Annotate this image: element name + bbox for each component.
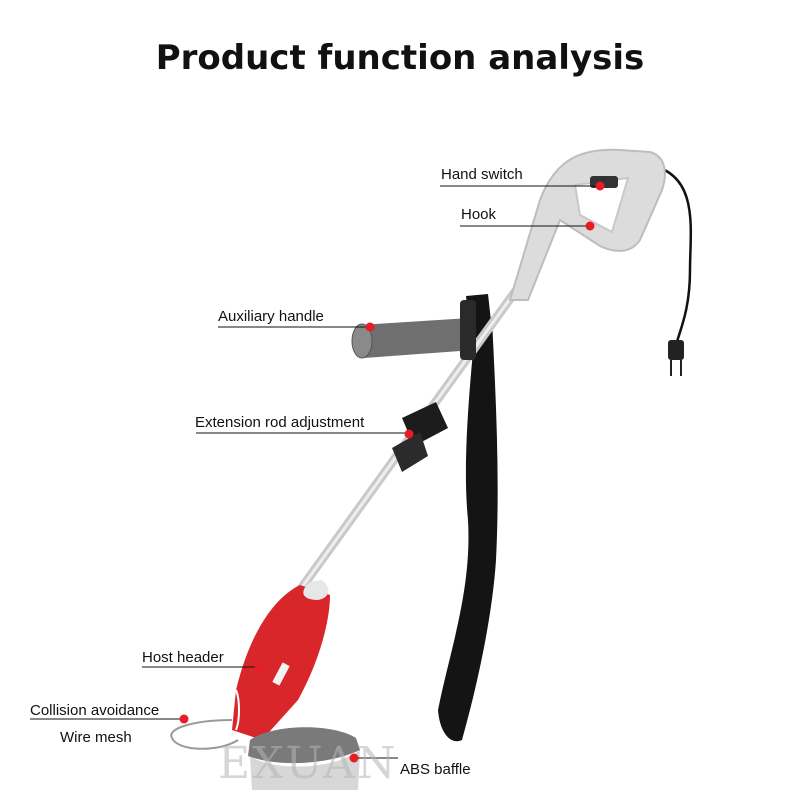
label-auxiliary-handle: Auxiliary handle [218,308,324,325]
marker-dot [349,753,359,763]
shoulder-strap [438,300,498,742]
label-abs-baffle: ABS baffle [400,761,471,778]
marker-dot [179,714,189,724]
label-collision-avoidance: Collision avoidance [30,702,160,719]
marker-dot [254,663,264,673]
extension-collar [392,402,448,472]
marker-dot [585,221,595,231]
power-cord [649,163,693,346]
label-wire-mesh: Wire mesh [60,729,132,746]
wire-mesh-shape [170,719,239,750]
watermark: EXUAN [218,738,398,789]
page-title: Product function analysis [155,38,645,78]
abs-baffle-shape [248,727,360,764]
label-host-header: Host header [142,649,224,666]
marker-dot [365,322,375,332]
auxiliary-handle-shape [351,300,476,360]
label-extension-rod: Extension rod adjustment [195,414,365,431]
marker-dot [404,429,414,439]
marker-dot [595,181,605,191]
label-hook: Hook [461,206,497,223]
label-hand-switch: Hand switch [441,166,523,183]
leader-lines [30,185,598,759]
plug [668,340,684,360]
host-header-body [232,580,330,740]
markers [179,181,605,763]
